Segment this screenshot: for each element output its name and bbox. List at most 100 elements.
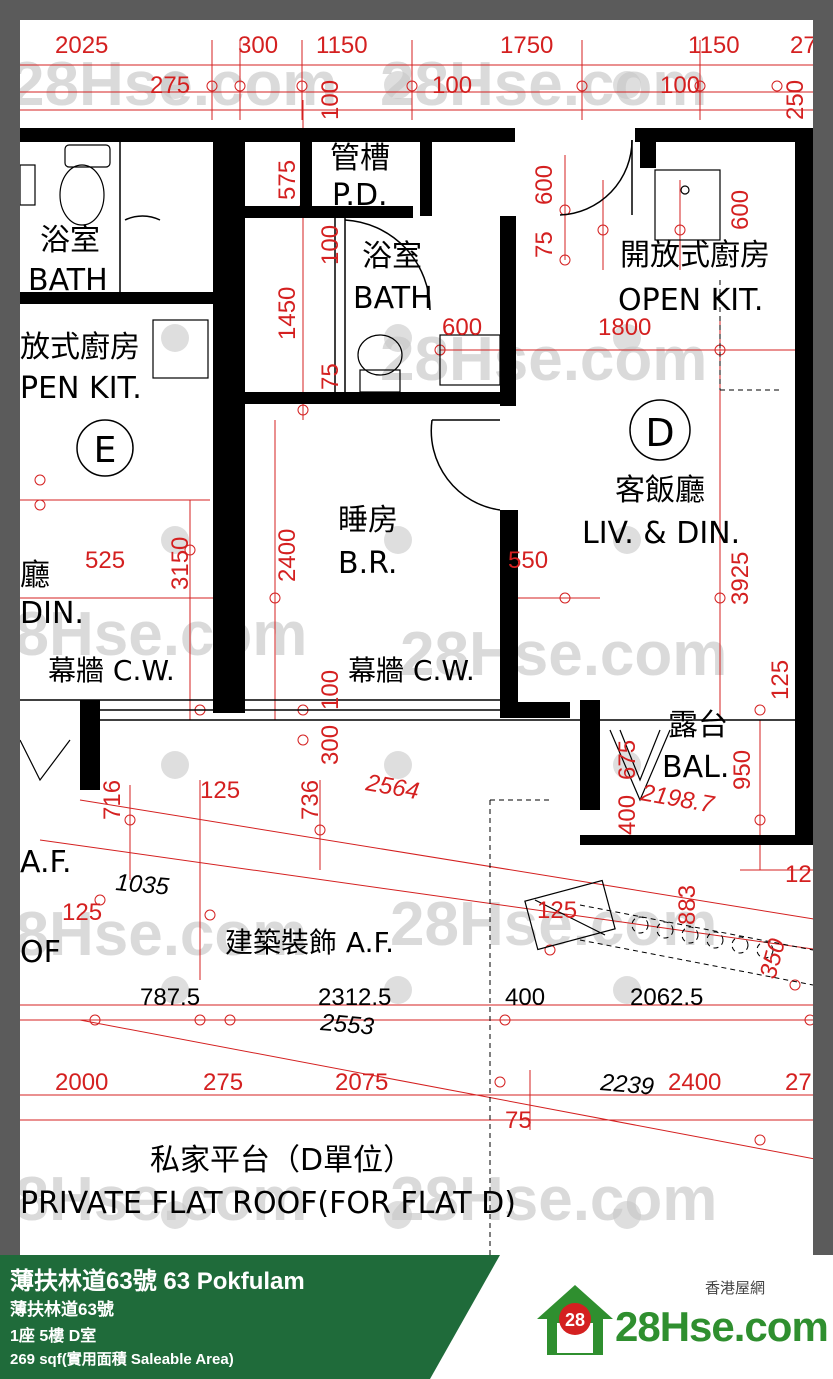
pd-label-en: P.D. (332, 178, 388, 213)
bath-center-label-en: BATH (353, 281, 433, 316)
dim-v-100c: 100 (317, 670, 344, 710)
af-left-label: A.F. (20, 845, 72, 880)
open-kit-label-en: OPEN KIT. (618, 283, 763, 318)
dim-d-1035: 1035 (114, 869, 170, 901)
dim-v-3150: 3150 (167, 537, 194, 590)
br-label-cn: 睡房 (338, 503, 398, 538)
dim-h-125c: 125 (537, 897, 577, 924)
dim-v-100a: 100 (317, 80, 344, 120)
br-label-en: B.R. (338, 546, 397, 581)
dim-top: 2025 (55, 32, 108, 59)
unit-d-marker (629, 399, 691, 461)
dimension-labels-vertical: 250 100 575 600 75 600 100 1450 75 3150 … (99, 80, 809, 1134)
dim-v-125: 125 (767, 660, 794, 700)
unit-e-label: E (94, 430, 117, 471)
dim-d-2553: 2553 (318, 1009, 375, 1041)
dim-top2: 100 (432, 72, 472, 99)
unit-e-marker (76, 419, 134, 477)
dim-top: 1750 (500, 32, 553, 59)
of-left-label: OF (20, 935, 61, 970)
dim-top: 1150 (688, 32, 740, 59)
dim-v-300: 300 (317, 725, 344, 765)
logo-text-en: 28Hse.com (615, 1303, 829, 1350)
dim-b1: 2312.5 (318, 984, 391, 1011)
unit-markers: E D (76, 399, 691, 477)
property-area: 269 sqf(實用面積 Saleable Area) (10, 1351, 234, 1368)
watermark-text: 28Hse.com (400, 620, 727, 689)
dim-v-883: 883 (674, 885, 701, 925)
pd-label-cn: 管槽 (330, 141, 390, 176)
floor-plan: 28Hse.com 28Hse.com 28Hse.com 28Hse.com … (20, 20, 813, 1255)
watermark-text: 28Hse.com (20, 600, 307, 669)
dim-h-550: 550 (508, 547, 548, 574)
watermark-text: 28Hse.com (390, 890, 717, 959)
dim-b1: 400 (505, 984, 545, 1011)
cw-center-label: 幕牆 C.W. (348, 654, 475, 687)
dim-b1: 2062.5 (630, 984, 703, 1011)
bal-label-cn: 露台 (668, 708, 728, 743)
dim-v-75c: 75 (505, 1107, 532, 1134)
dim-h-525: 525 (85, 547, 125, 574)
site-logo[interactable]: 28 香港屋網 28Hse.com (535, 1273, 829, 1363)
watermark-badges (161, 71, 641, 1229)
property-unit: 1座 5樓 D室 (10, 1328, 97, 1345)
dim-r-12: 12 (785, 861, 812, 888)
dimension-markers (34, 80, 813, 1146)
bath-left-label-cn: 浴室 (40, 223, 100, 258)
dim-b2: 2000 (55, 1069, 108, 1096)
dim-v-675: 675 (614, 740, 641, 780)
dim-top2: 100 (660, 72, 700, 99)
open-kit-left-label-en: PEN KIT. (20, 371, 142, 406)
dim-d-2239: 2239 (598, 1069, 655, 1101)
dim-top2: 275 (150, 72, 190, 99)
dimension-labels: 2025 300 1150 1750 1150 27 275 100 100 6… (55, 32, 813, 1096)
liv-label-en: LIV. & DIN. (582, 516, 740, 551)
roof-label-en: PRIVATE FLAT ROOF(FOR FLAT D) (20, 1186, 516, 1221)
dim-v-736: 736 (297, 780, 324, 820)
dim-b2: 275 (203, 1069, 243, 1096)
dim-h-1800: 1800 (598, 314, 651, 341)
dim-v-2400: 2400 (274, 529, 301, 582)
dim-v-3925: 3925 (727, 552, 754, 605)
footer-info-panel: 薄扶林道63號 63 Pokfulam 薄扶林道63號 1座 5樓 D室 269… (0, 1255, 500, 1379)
dim-h-600: 600 (442, 314, 482, 341)
dim-b1: 787.5 (140, 984, 200, 1011)
thin-partitions (20, 139, 795, 721)
liv-left-label-cn: 廳 (20, 558, 50, 593)
floor-plan-drawing: 28Hse.com 28Hse.com 28Hse.com 28Hse.com … (20, 32, 813, 1255)
unit-d-label: D (645, 411, 674, 455)
dim-v-950: 950 (729, 750, 756, 790)
dashed-features (489, 280, 813, 1255)
dim-d-2564: 2564 (363, 769, 421, 805)
dim-v-75b: 75 (317, 363, 344, 390)
dim-top: 300 (238, 32, 278, 59)
watermark-text: 28Hse.com (390, 1165, 717, 1234)
open-kit-left-label-cn: 放式廚房 (20, 330, 140, 365)
walls (20, 128, 813, 845)
fixtures (20, 144, 721, 393)
svg-text:28: 28 (565, 1310, 585, 1330)
dim-v-75a: 75 (531, 231, 558, 258)
balcony-glazing (20, 729, 671, 951)
watermark-text: 28Hse.com (380, 325, 707, 394)
dim-b2: 27 (785, 1069, 812, 1096)
house-icon: 28 (537, 1285, 613, 1355)
af-label: 建築裝飾 A.F. (225, 926, 394, 959)
liv-label-cn: 客飯廳 (615, 473, 705, 508)
dim-v-250: 250 (782, 80, 809, 120)
cw-left-label: 幕牆 C.W. (48, 654, 175, 687)
bottom-dimension-labels: 787.5 2312.5 400 2062.5 2553 2239 (140, 984, 703, 1101)
dim-b2: 2075 (335, 1069, 388, 1096)
property-subtitle: 薄扶林道63號 (10, 1300, 114, 1319)
room-labels-multi: 幕牆 C.W. 幕牆 C.W. 建築裝飾 A.F. (48, 654, 475, 959)
roof-label-cn: 私家平台（D單位） (150, 1143, 413, 1178)
dim-h-125b: 125 (62, 899, 102, 926)
dim-b2: 2400 (668, 1069, 721, 1096)
dim-v-600b: 600 (727, 190, 754, 230)
liv-left-label-en: DIN. (20, 596, 84, 631)
room-labels: 管槽 P.D. 浴室 BATH 浴室 BATH 開放式廚房 OPEN KIT. … (20, 141, 770, 1221)
bath-center-label-cn: 浴室 (362, 239, 422, 274)
watermark-text: 28Hse.com (380, 50, 707, 119)
dim-top: 1150 (316, 32, 368, 59)
watermark-layer: 28Hse.com 28Hse.com 28Hse.com 28Hse.com … (20, 50, 727, 1234)
